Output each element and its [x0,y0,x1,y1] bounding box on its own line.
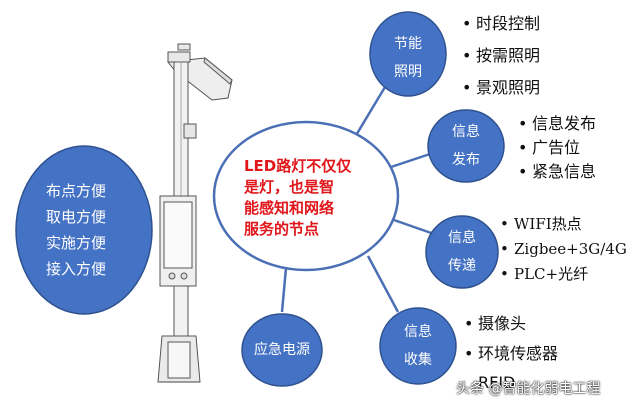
node-label-line: 信息 [448,230,476,246]
node-label-energy: 节能 照明 [388,34,428,82]
list-energy: •时段控制 •按需照明 •景观照明 [462,12,540,108]
list-item: • PLC+光纤 [500,262,627,287]
node-circle-transfer [425,215,499,289]
advantage-line: 接入方便 [46,260,107,278]
lamp-pole-illustration [157,43,233,383]
center-line: 是灯，也是智 [244,178,335,196]
list-item: •环境传感器 [464,342,558,372]
list-item-text: 紧急信息 [532,162,597,181]
list-item-text: 按需照明 [476,46,541,65]
list-item-text: 时段控制 [476,14,541,33]
list-collect: •摄像头 •环境传感器 RFID [464,312,558,394]
connector-transfer [393,218,435,236]
advantage-line: 取电方便 [46,208,107,226]
bullet-icon: • [518,114,528,133]
node-label-line: 信息 [452,124,480,140]
node-label-line: 信息 [404,324,432,340]
list-item-text: PLC+光纤 [514,265,589,283]
center-line: LED路灯不仅仅 [244,157,352,175]
left-advantages-text: 布点方便 取电方便 实施方便 接入方便 [46,178,106,282]
list-item: •摄像头 [464,312,558,342]
bullet-icon: • [518,138,528,157]
connector-publish [387,152,431,170]
list-item: •景观照明 [462,76,540,108]
node-label-collect: 信息 收集 [398,322,438,370]
bullet-icon: • [464,344,474,363]
center-line: 服务的节点 [244,220,320,238]
list-transfer: • WIFI热点 • Zigbee+3G/4G • PLC+光纤 [500,212,627,287]
list-item-text: 景观照明 [476,78,541,97]
connectors [280,81,435,313]
list-item: •信息发布 [518,112,596,136]
emergency-power-circle [241,313,323,387]
left-advantages-circle [15,145,153,315]
bullet-icon: • [500,240,509,258]
watermark: 头条 @智能化弱电工程 [456,381,601,397]
list-item: RFID [464,372,558,394]
list-item: •时段控制 [462,12,540,44]
bullet-icon: • [464,314,474,333]
list-item-text: WIFI热点 [514,215,582,233]
node-label-line: 发布 [452,152,480,168]
bullet-icon: • [518,162,528,181]
node-label-line: 节能 [394,36,422,52]
node-label-line: 传递 [448,258,476,274]
bullet-icon: • [462,14,472,33]
list-item: •广告位 [518,136,596,160]
list-item-text: 摄像头 [478,314,527,333]
connector-power [280,267,288,313]
node-label-line: 收集 [404,352,432,368]
emergency-power-label: 应急电源 [254,342,310,358]
advantage-line: 实施方便 [46,234,107,252]
node-circle-energy [369,11,447,97]
list-item-text: 广告位 [532,138,581,157]
bullet-icon: • [500,215,509,233]
list-item-text: 信息发布 [532,114,597,133]
advantage-line: 布点方便 [46,182,107,200]
center-bubble [212,120,400,272]
node-circle-publish [427,109,505,183]
list-item-text: Zigbee+3G/4G [514,240,627,258]
node-circle-collect [379,307,457,385]
connector-collect [366,255,400,313]
bullet-icon: • [500,265,509,283]
node-label-line: 照明 [394,64,422,80]
list-item: • WIFI热点 [500,212,627,237]
list-item-text: RFID [478,373,516,392]
node-label-publish: 信息 发布 [446,122,486,170]
node-label-transfer: 信息 传递 [442,228,482,276]
list-item: •按需照明 [462,44,540,76]
bullet-icon: • [462,46,472,65]
center-bubble-text: LED路灯不仅仅 是灯，也是智 能感知和网络 服务的节点 [244,156,351,240]
center-line: 能感知和网络 [244,199,335,217]
bullet-icon: • [462,78,472,97]
list-publish: •信息发布 •广告位 •紧急信息 [518,112,596,184]
list-item: •紧急信息 [518,160,596,184]
list-item: • Zigbee+3G/4G [500,237,627,262]
list-item-text: 环境传感器 [478,344,559,363]
